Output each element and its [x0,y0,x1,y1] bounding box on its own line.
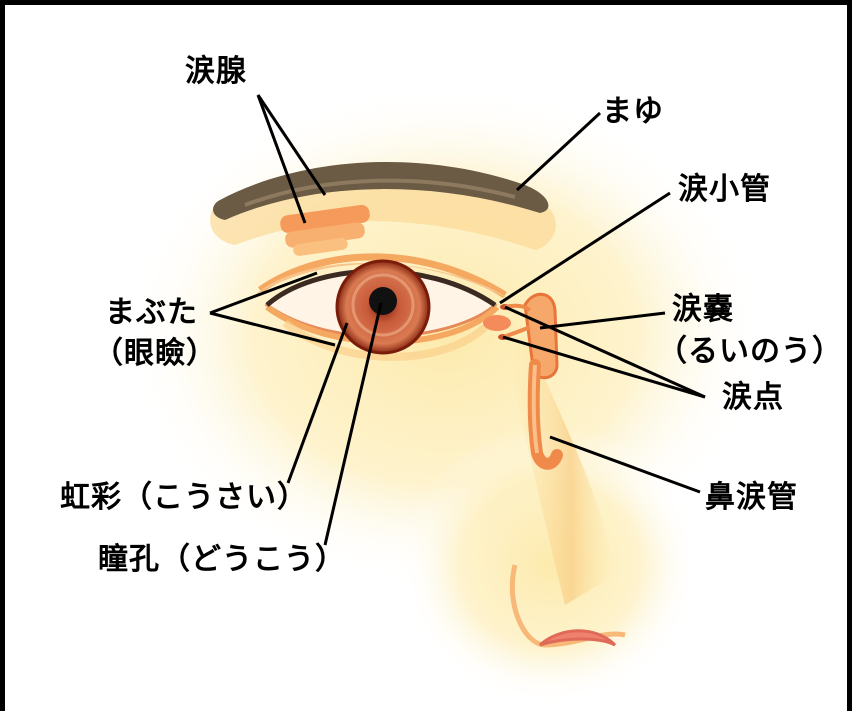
label-eyelid: まぶた [105,298,198,328]
label-eyebrow: まゆ [602,97,664,127]
label-lacrimal-sac-reading: （るいのう） [657,337,843,367]
pupil [369,287,397,315]
label-lacrimal-punctum: 涙点 [722,383,784,413]
label-eyelid-kanji: （眼瞼） [93,339,217,369]
label-lacrimal-sac: 涙嚢 [672,295,734,325]
label-lacrimal-canaliculus: 涙小管 [678,175,771,205]
lacrimal-caruncle [483,315,511,331]
label-iris: 虹彩（こうさい） [60,483,308,513]
label-lacrimal-gland: 涙腺 [185,57,247,87]
label-nasolacrimal-duct: 鼻涙管 [705,483,798,513]
label-pupil: 瞳孔（どうこう） [98,545,346,575]
